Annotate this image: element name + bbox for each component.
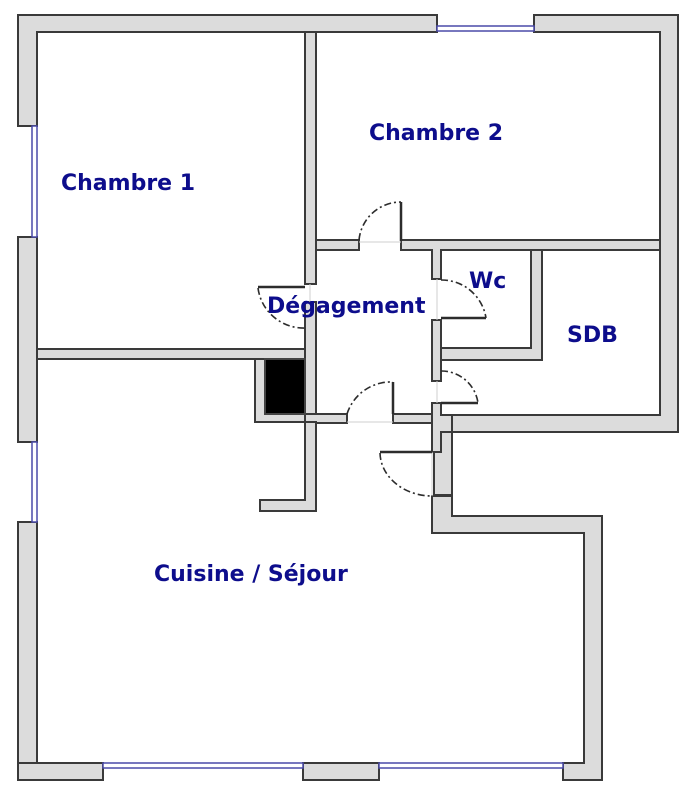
window-chambre-1 [31,125,38,238]
door-wc[interactable] [436,279,487,320]
door-sdb[interactable] [436,370,479,405]
room-label-chambre-1: Chambre 1 [61,171,196,196]
wall-corridor-bottom-right [392,413,433,424]
room-label-wc: Wc [469,269,507,294]
room-label-chambre-2: Chambre 2 [369,121,504,146]
wall-ch2-bottom-right [400,239,661,280]
wall-exterior-bottom-1 [17,762,104,781]
wall-exterior-bottom-2 [302,762,380,781]
technical-shaft [264,358,306,415]
door-chambre-1[interactable] [257,284,311,329]
room-label-cuisine-sejour: Cuisine / Séjour [154,562,348,587]
wall-wc-sdb [440,249,543,361]
wall-corridor-bottom-left [304,413,348,424]
wall-exterior-left-2 [17,521,38,781]
wall-corridor-right-lower [431,402,453,453]
wall-ch1-bottom [36,348,317,360]
wall-exterior-left-1 [17,236,38,443]
wall-exterior-right-lower [431,495,603,781]
wall-sejour-stub [259,421,317,512]
window-chambre-2 [436,25,535,32]
door-entrance[interactable] [379,450,433,497]
room-label-sdb: SDB [567,323,618,348]
window-sejour-bottom-2 [378,762,564,769]
wall-corridor-right-mid [431,319,442,382]
wall-exterior-top-right [433,14,679,496]
door-corridor-sejour[interactable] [346,381,395,423]
room-label-degagement: Dégagement [267,294,426,319]
wall-ch2-bottom-left [315,239,360,251]
window-sejour-bottom-1 [102,762,304,769]
wall-exterior-top-left [17,14,438,127]
wall-ch1-ch2 [304,31,317,285]
door-chambre-2[interactable] [358,201,403,243]
window-sejour-left [31,441,38,523]
wall-corridor-left-lower [304,301,317,423]
